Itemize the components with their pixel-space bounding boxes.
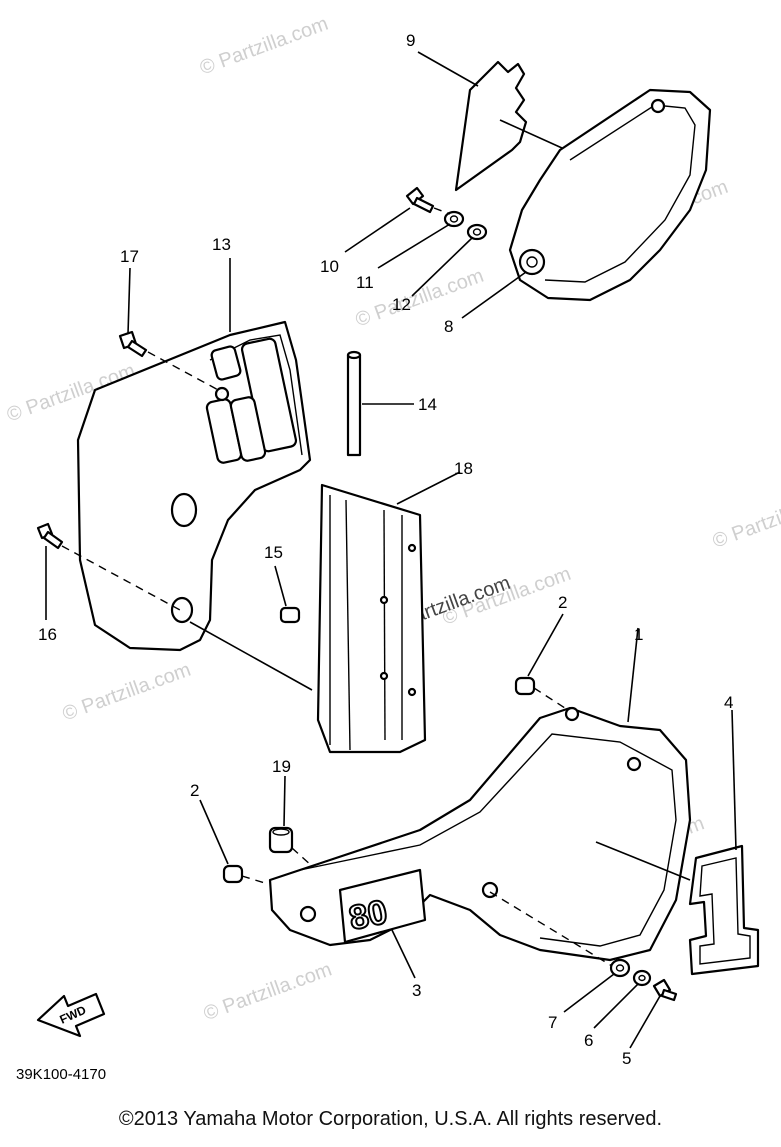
part-4-decal[interactable] xyxy=(688,844,760,976)
callout-14: 14 xyxy=(418,395,437,414)
copyright-footer: ©2013 Yamaha Motor Corporation, U.S.A. A… xyxy=(118,1108,663,1130)
part-15-grommet[interactable] xyxy=(279,606,301,624)
part-13-side-cover[interactable] xyxy=(76,320,312,652)
callout-6: 6 xyxy=(584,1031,593,1050)
part-5-bolt[interactable] xyxy=(652,978,678,1002)
part-16-screw[interactable] xyxy=(36,522,64,550)
part-8-side-cover[interactable] xyxy=(508,88,712,302)
part-19-collar[interactable] xyxy=(268,826,294,854)
watermark-text: © Partzilla.com xyxy=(60,659,194,726)
watermark-text: © Partzilla.com xyxy=(201,958,335,1025)
decal-80-text: 80 xyxy=(346,893,391,938)
part-17-screw[interactable] xyxy=(118,330,148,358)
callout-8: 8 xyxy=(444,317,453,336)
part-9-decal[interactable] xyxy=(454,60,528,192)
callout-15: 15 xyxy=(264,543,283,562)
part-18-plate[interactable] xyxy=(316,483,427,754)
callout-4: 4 xyxy=(724,693,733,712)
callout-7: 7 xyxy=(548,1013,557,1032)
part-11-washer[interactable] xyxy=(443,210,465,228)
alignment-lines xyxy=(61,207,613,967)
diagram-code: 39K100-4170 xyxy=(16,1066,107,1083)
callout-3: 3 xyxy=(412,981,421,1000)
part-6-grommet[interactable] xyxy=(632,969,652,987)
callouts: 9 10 11 12 8 13 17 14 18 15 16 2 1 4 19 … xyxy=(38,31,733,1068)
callout-1: 1 xyxy=(634,625,643,644)
part-12-grommet[interactable] xyxy=(466,223,488,241)
fwd-arrow-icon: FWD xyxy=(36,992,106,1038)
callout-5: 5 xyxy=(622,1049,631,1068)
callout-2: 2 xyxy=(190,781,199,800)
callout-11: 11 xyxy=(356,273,374,292)
part-14-rod[interactable] xyxy=(346,350,362,457)
callout-13: 13 xyxy=(212,235,231,254)
callout-9: 9 xyxy=(406,31,415,50)
callout-12: 12 xyxy=(392,295,411,314)
leader-lines xyxy=(45,51,737,1049)
part-2-grommet-upper[interactable] xyxy=(514,676,536,696)
part-7-washer[interactable] xyxy=(609,958,631,978)
callout-17: 17 xyxy=(120,247,139,266)
callout-18: 18 xyxy=(454,459,473,478)
watermark-text: © Partzilla.com xyxy=(197,13,331,80)
callout-2: 2 xyxy=(558,593,567,612)
part-3-decal[interactable]: 80 xyxy=(338,868,427,944)
callout-16: 16 xyxy=(38,625,57,644)
part-10-bolt[interactable] xyxy=(405,186,435,214)
callout-10: 10 xyxy=(320,257,339,276)
watermark-text: © Partzilla.com xyxy=(710,486,781,553)
part-2-grommet-lower[interactable] xyxy=(222,864,244,884)
callout-19: 19 xyxy=(272,757,291,776)
